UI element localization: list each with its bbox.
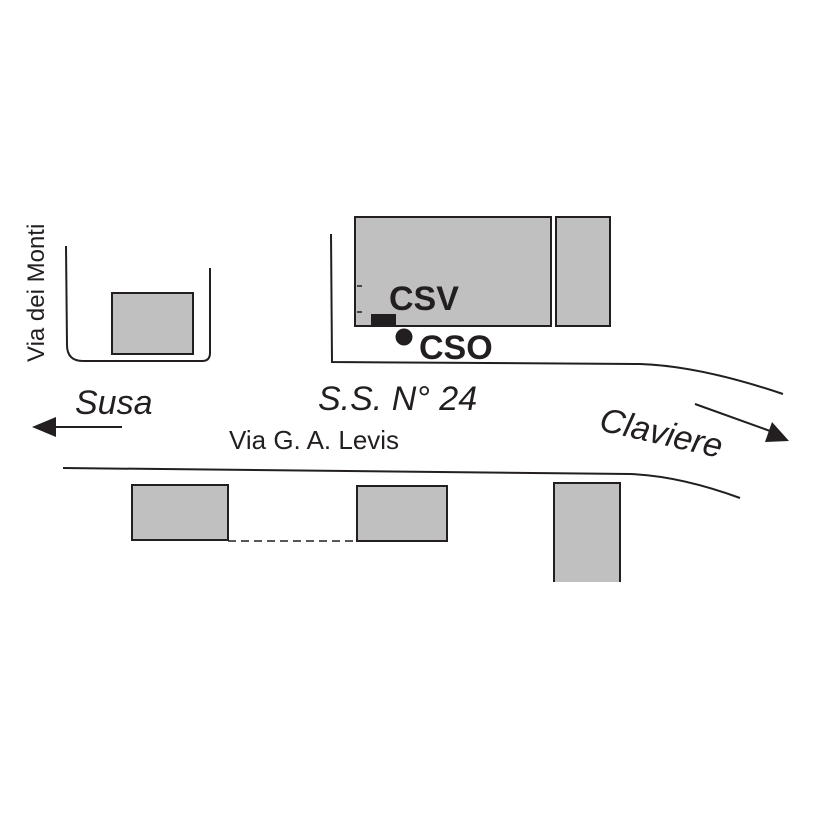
road-edge-south bbox=[62, 467, 741, 499]
road-edge-via-dei-monti bbox=[65, 245, 211, 362]
cso-marker-icon bbox=[395, 328, 413, 346]
label-highway: S.S. N° 24 bbox=[318, 380, 477, 418]
csv-marker-icon bbox=[371, 314, 396, 325]
building-via-dei-monti bbox=[111, 292, 194, 355]
arrow-left-icon bbox=[32, 417, 56, 437]
label-via-levis: Via G. A. Levis bbox=[229, 425, 399, 455]
label-susa: Susa bbox=[75, 384, 153, 422]
label-via-dei-monti: Via dei Monti bbox=[23, 224, 50, 362]
building-south-2 bbox=[356, 485, 448, 542]
label-csv: CSV bbox=[389, 280, 459, 318]
building-south-3 bbox=[553, 482, 621, 582]
arrow-down-right-icon bbox=[765, 422, 789, 442]
building-annex bbox=[555, 216, 611, 327]
road-edge-north bbox=[330, 233, 784, 395]
label-cso: CSO bbox=[419, 329, 493, 367]
building-main-station bbox=[354, 216, 552, 327]
label-claviere: Claviere bbox=[596, 401, 726, 466]
building-south-1 bbox=[131, 484, 229, 541]
arrow-east-shaft bbox=[694, 403, 771, 432]
